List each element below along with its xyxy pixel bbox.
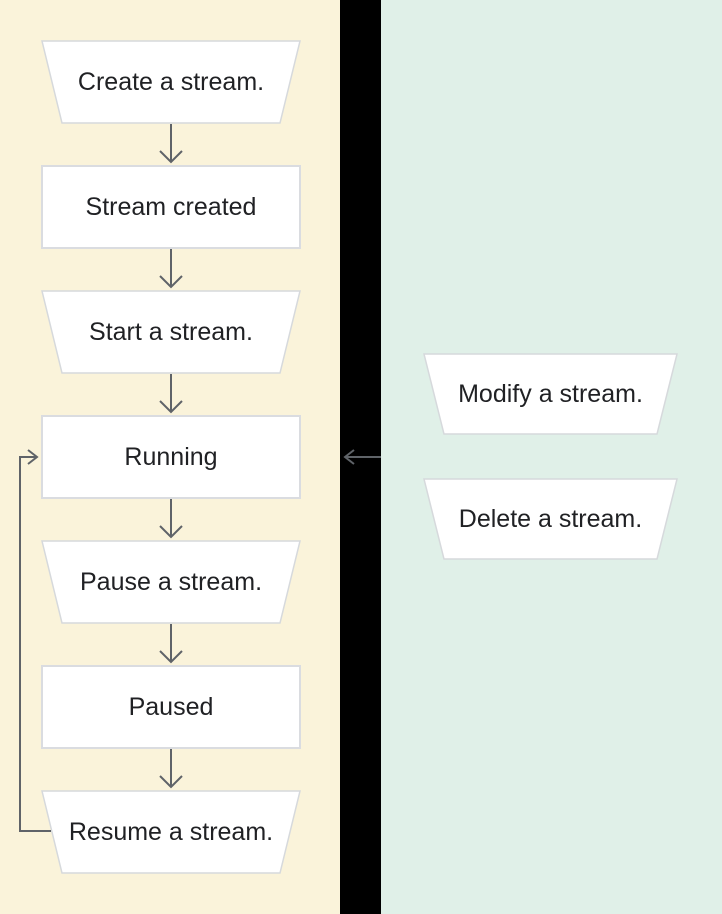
node-label: Create a stream. — [77, 67, 265, 96]
node-label: Modify a stream. — [458, 379, 643, 408]
node-create-a-stream: Create a stream. — [41, 40, 301, 124]
node-label: Running — [124, 442, 218, 471]
trapezoid-shape — [41, 290, 301, 374]
node-delete-a-stream: Delete a stream. — [423, 478, 678, 560]
node-pause-a-stream: Pause a stream. — [41, 540, 301, 624]
trapezoid-shape — [41, 790, 301, 874]
state-paused: Paused — [41, 665, 301, 749]
stream-actions-panel — [381, 0, 722, 914]
node-modify-a-stream: Modify a stream. — [423, 353, 678, 435]
trapezoid-shape — [41, 40, 301, 124]
rectangle-shape — [41, 665, 301, 749]
node-resume-a-stream: Resume a stream. — [41, 790, 301, 874]
state-running: Running — [41, 415, 301, 499]
node-label: Pause a stream. — [79, 567, 263, 596]
node-start-a-stream: Start a stream. — [41, 290, 301, 374]
arrow-actions-to-running — [343, 449, 381, 465]
trapezoid-shape — [423, 478, 678, 560]
node-label: Paused — [128, 692, 214, 721]
rectangle-shape — [41, 415, 301, 499]
trapezoid-shape — [423, 353, 678, 435]
trapezoid-shape — [41, 540, 301, 624]
rectangle-shape — [41, 165, 301, 249]
state-stream-created: Stream created — [41, 165, 301, 249]
node-label: Start a stream. — [89, 317, 253, 346]
node-label: Stream created — [85, 192, 257, 221]
node-label: Resume a stream. — [68, 817, 274, 846]
node-label: Delete a stream. — [458, 504, 643, 533]
